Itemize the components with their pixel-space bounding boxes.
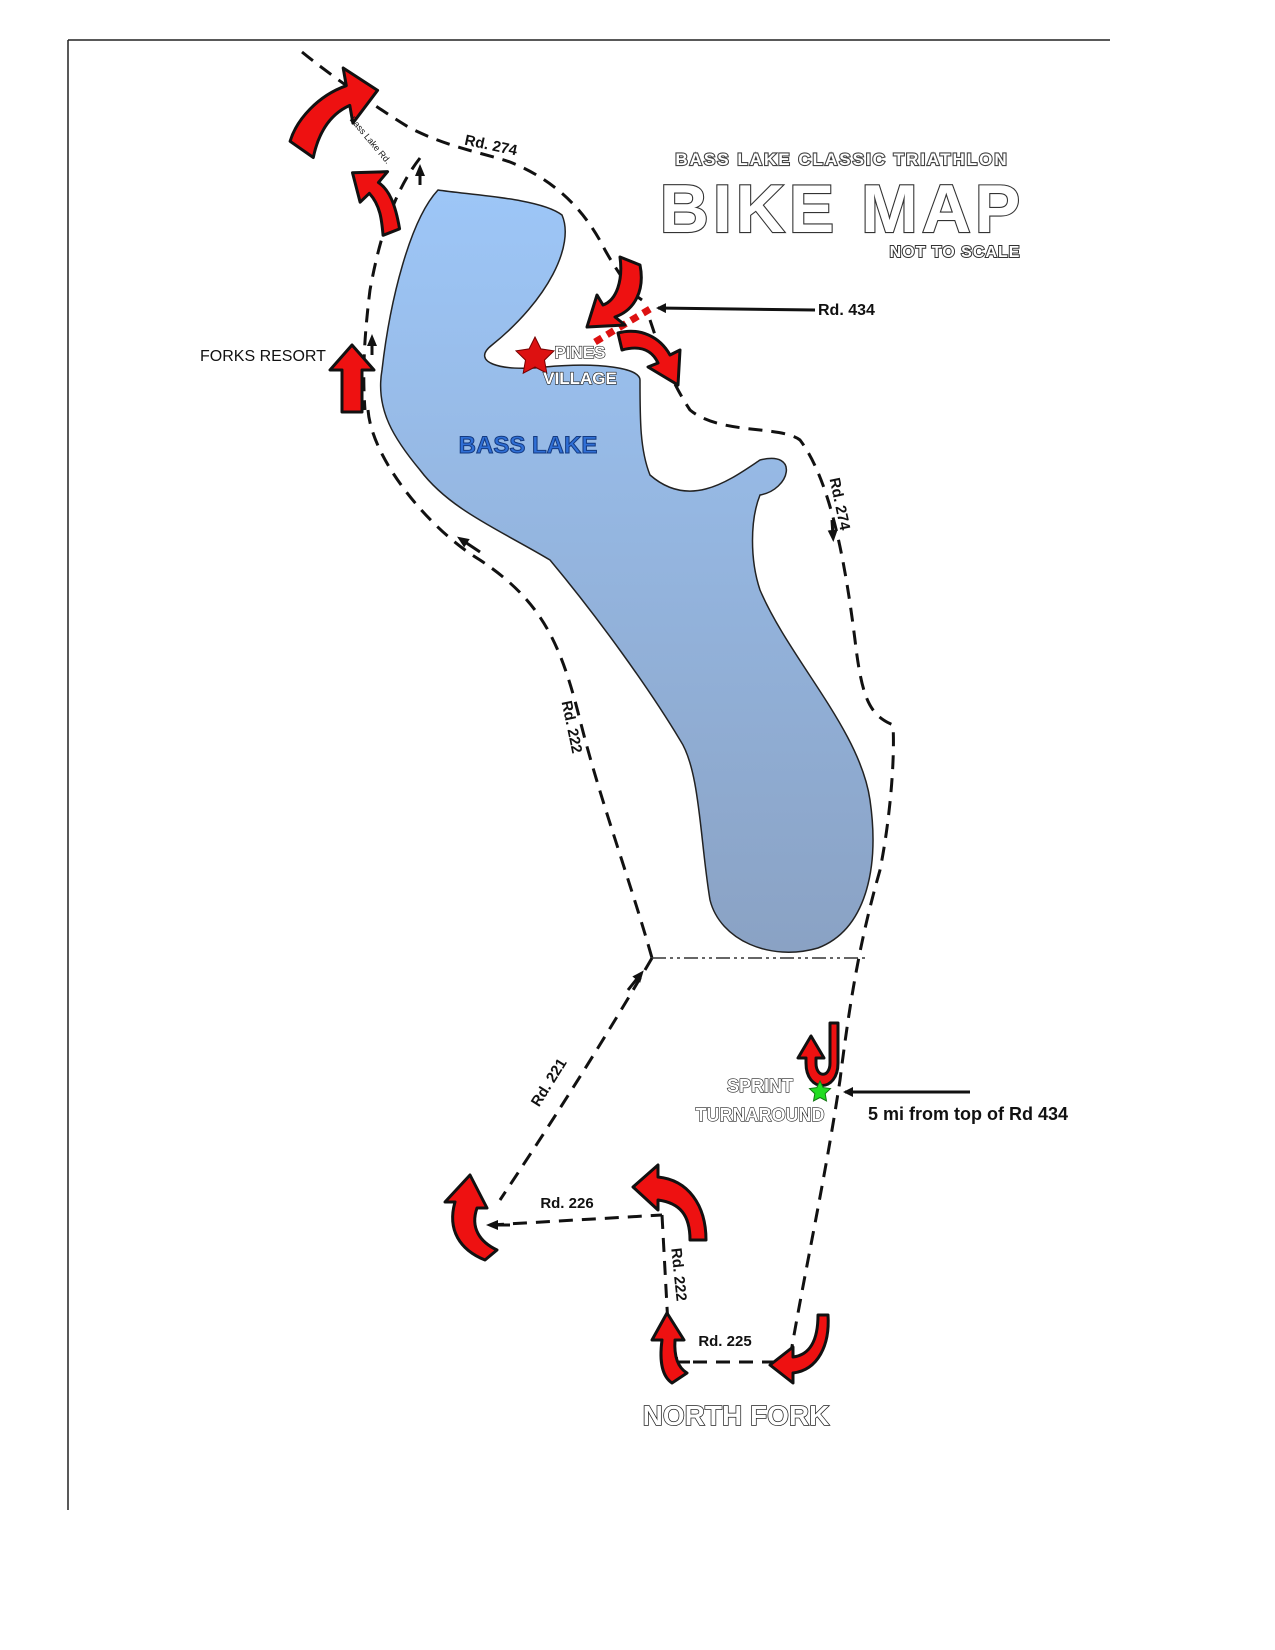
event-title: BASS LAKE CLASSIC TRIATHLON [675,150,1008,169]
lake-label: BASS LAKE [459,432,598,459]
rd434-callout: Rd. 434 [818,302,875,319]
turn-arrow-icon [350,170,402,237]
bass-lake-shape [379,189,874,953]
route-rd221 [498,957,654,1201]
route-rd226 [489,1213,663,1227]
route-bass-lake-rd [362,157,422,411]
bike-route [301,50,895,1364]
road-label-bass-lake-rd: Bass Lake Rd. [348,114,393,165]
turn-arrow-icon [768,1313,830,1385]
rd434-pointer-arrow-icon [656,303,816,314]
direction-arrow-icon [457,536,481,554]
road-label-rd222-bottom: Rd. 222 [667,1247,689,1302]
route-rd222-left [366,409,654,959]
route-rd274-top [301,50,642,302]
turn-arrows [288,66,840,1385]
turn-arrow-icon [443,1173,499,1262]
turn-arrow-icon [328,343,376,414]
road-label-rd225: Rd. 225 [698,1333,751,1350]
road-label-rd226: Rd. 226 [540,1195,593,1212]
direction-arrow-icon [827,519,838,542]
direction-arrow-icon [626,970,644,991]
turn-arrow-icon [288,66,380,160]
turn-arrow-icon [585,255,643,329]
sprint-label: SPRINT [727,1076,793,1096]
pines-label: PINES [554,343,605,362]
turnaround-label: TURNAROUND [696,1105,825,1125]
turnaround-distance-callout: 5 mi from top of Rd 434 [868,1104,1068,1124]
turn-arrow-icon [616,329,682,387]
north-fork-label: NORTH FORK [643,1400,830,1431]
turn-arrow-icon [631,1163,708,1242]
route-rd274-right [648,319,895,1359]
turn-arrow-icon [650,1311,689,1385]
map-subtitle: NOT TO SCALE [890,244,1021,261]
turn-arrow-icon [796,1021,840,1087]
village-label: VILLAGE [543,369,617,388]
forks-resort-label: FORKS RESORT [200,348,326,365]
sprint-turnaround-star-icon [808,1079,832,1102]
pines-village-star-icon [514,335,556,375]
map-title: BIKE MAP [660,171,1024,247]
